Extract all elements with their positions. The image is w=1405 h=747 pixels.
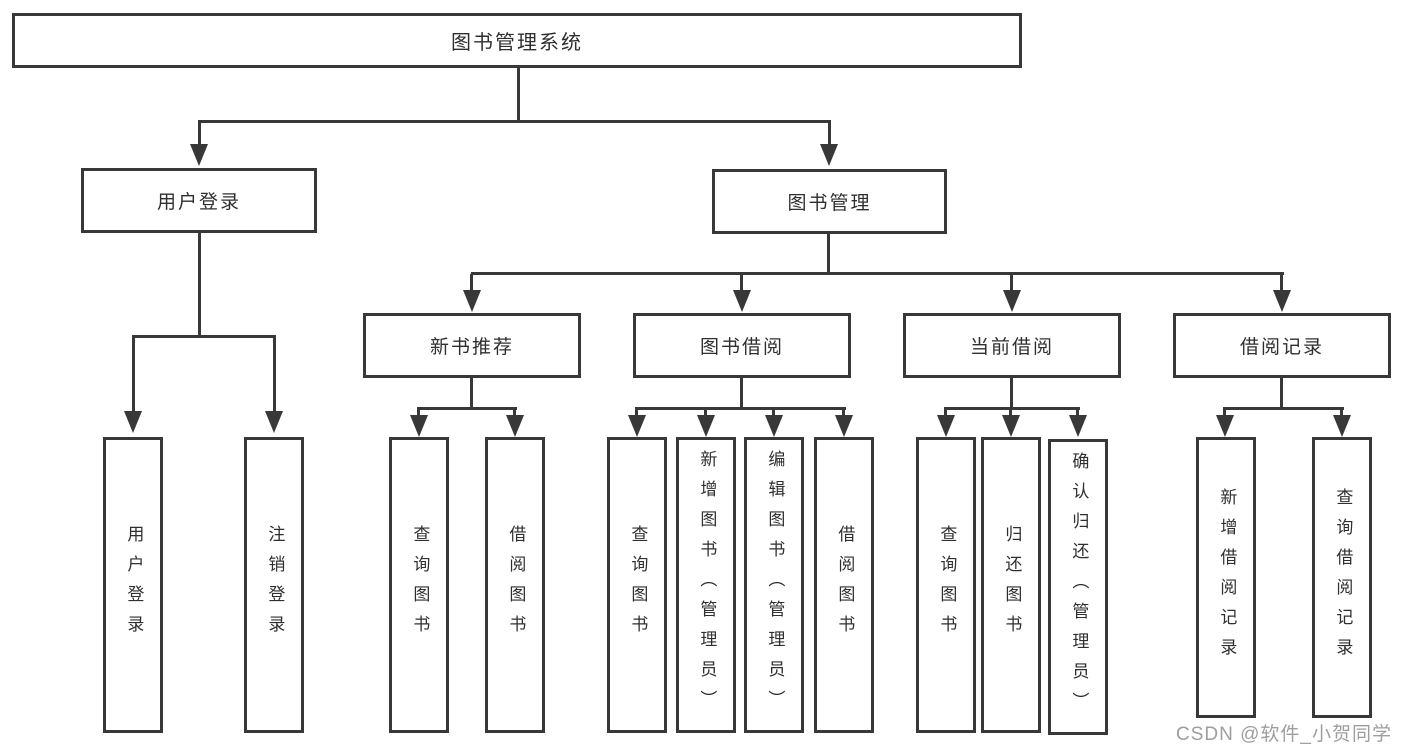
arrowhead-user-login	[190, 144, 208, 166]
connector-root-stem	[517, 68, 520, 122]
watermark-text: CSDN @软件_小贺同学	[1176, 724, 1392, 745]
arrowhead-new-book	[463, 290, 481, 312]
connector-leaf-stem	[1340, 409, 1343, 417]
arrowhead-leaf	[506, 415, 524, 437]
node-current-borrowing: 当前借阅	[903, 313, 1121, 378]
connector-leaf-stem	[1076, 409, 1079, 417]
connector-to-book-management	[828, 122, 831, 146]
connector-leaf-stem	[635, 409, 638, 417]
connector-to-user-login	[198, 122, 201, 146]
connector-leaf-stem	[704, 409, 707, 417]
leaf-query-borrow-record: 查询借阅记录	[1312, 437, 1372, 718]
arrowhead-book-management	[820, 144, 838, 166]
connector-leaf-stem	[1009, 409, 1012, 417]
connector-root-rail	[198, 120, 831, 123]
connector-book-mgmt-stem	[827, 234, 830, 274]
node-user-login: 用户登录	[81, 168, 317, 233]
leaf-label: 借阅图书	[835, 525, 855, 645]
node-label: 新书推荐	[429, 337, 514, 358]
connector-leaf-stem	[842, 409, 845, 417]
node-label: 当前借阅	[969, 337, 1054, 358]
node-label: 用户登录	[156, 192, 241, 213]
connector-to-borrowing-records	[1280, 274, 1283, 292]
node-label: 借阅记录	[1239, 337, 1324, 358]
node-label: 图书管理系统	[451, 32, 583, 54]
leaf-label: 用户登录	[124, 525, 144, 645]
connector-to-leaf-logout	[273, 337, 276, 413]
connector-book-borrowing-rail	[635, 407, 846, 410]
connector-book-borrowing-stem	[740, 378, 743, 409]
arrowhead-leaf	[1216, 415, 1234, 437]
connector-leaf-stem	[944, 409, 947, 417]
arrowhead-leaf	[410, 415, 428, 437]
arrowhead-leaf	[765, 415, 783, 437]
arrowhead-leaf	[628, 415, 646, 437]
arrowhead-leaf	[1069, 415, 1087, 437]
leaf-user-login: 用户登录	[103, 437, 163, 733]
leaf-label: 注销登录	[265, 525, 285, 645]
connector-borrowing-records-stem	[1280, 378, 1283, 409]
leaf-label: 查询图书	[937, 525, 957, 645]
arrowhead-leaf	[835, 415, 853, 437]
leaf-logout: 注销登录	[244, 437, 304, 733]
arrowhead-leaf	[697, 415, 715, 437]
leaf-borrow-books-recommend: 借阅图书	[485, 437, 545, 733]
leaf-edit-book-admin: 编辑图书（管理员）	[744, 437, 804, 733]
leaf-query-books-borrowing: 查询图书	[607, 437, 667, 733]
arrowhead-borrowing-records	[1273, 290, 1291, 312]
leaf-label: 查询借阅记录	[1333, 487, 1353, 668]
node-library-system: 图书管理系统	[12, 13, 1022, 68]
leaf-return-book: 归还图书	[981, 437, 1041, 733]
leaf-add-book-admin: 新增图书（管理员）	[676, 437, 736, 733]
connector-to-leaf-user-login	[132, 337, 135, 413]
arrowhead-leaf	[937, 415, 955, 437]
connector-to-current-borrowing	[1010, 274, 1013, 292]
connector-borrowing-records-rail	[1223, 407, 1344, 410]
connector-leaf-stem	[513, 409, 516, 417]
node-label: 图书借阅	[699, 337, 784, 358]
leaf-query-books-current: 查询图书	[916, 437, 976, 733]
connector-new-book-rail	[417, 407, 517, 410]
connector-current-borrowing-stem	[1010, 378, 1013, 409]
arrowhead-book-borrowing	[733, 290, 751, 312]
leaf-label: 查询图书	[410, 525, 430, 645]
arrowhead-leaf-user-login	[124, 411, 142, 433]
node-new-book-recommend: 新书推荐	[363, 313, 581, 378]
connector-leaf-stem	[772, 409, 775, 417]
connector-to-book-borrowing	[740, 274, 743, 292]
leaf-label: 确认归还（管理员）	[1069, 452, 1089, 722]
arrowhead-leaf-logout	[265, 411, 283, 433]
connector-to-new-book	[470, 274, 473, 292]
leaf-label: 查询图书	[628, 525, 648, 645]
connector-leaf-stem	[1223, 409, 1226, 417]
leaf-borrow-books-borrowing: 借阅图书	[814, 437, 874, 733]
arrowhead-leaf	[1333, 415, 1351, 437]
connector-new-book-stem	[470, 378, 473, 409]
node-book-management: 图书管理	[712, 169, 947, 234]
node-book-borrowing: 图书借阅	[633, 313, 851, 378]
connector-user-login-stem	[198, 233, 201, 337]
node-label: 图书管理	[787, 193, 872, 214]
node-borrowing-records: 借阅记录	[1173, 313, 1391, 378]
leaf-confirm-return-admin: 确认归还（管理员）	[1048, 439, 1108, 735]
leaf-label: 新增借阅记录	[1217, 487, 1237, 668]
connector-current-borrowing-rail	[944, 407, 1080, 410]
leaf-add-borrow-record: 新增借阅记录	[1196, 437, 1256, 718]
connector-book-mgmt-rail	[471, 272, 1284, 275]
arrowhead-current-borrowing	[1003, 290, 1021, 312]
leaf-label: 借阅图书	[506, 525, 526, 645]
leaf-label: 归还图书	[1002, 525, 1022, 645]
leaf-label: 编辑图书（管理员）	[765, 450, 785, 720]
arrowhead-leaf	[1002, 415, 1020, 437]
connector-user-login-rail	[132, 335, 276, 338]
leaf-query-books-recommend: 查询图书	[389, 437, 449, 733]
leaf-label: 新增图书（管理员）	[697, 450, 717, 720]
connector-leaf-stem	[417, 409, 420, 417]
